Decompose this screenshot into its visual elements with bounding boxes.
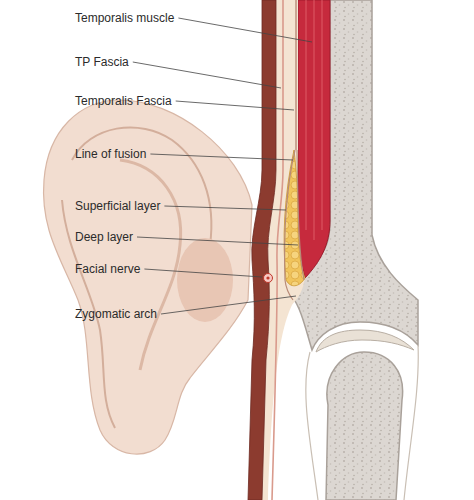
part-label: Facial nerve [75,261,140,277]
part-label: Temporalis muscle [75,10,174,26]
temporalis-muscle [298,0,330,278]
part-label: TP Fascia [75,54,129,70]
leader-line [137,237,298,245]
part-label: Superficial layer [75,198,160,214]
mandibular-condyle [326,352,403,500]
leader-line [133,62,281,88]
leader-line [176,101,294,110]
skin [248,0,276,500]
muscle-fibres [306,0,322,240]
superficial-layer [285,150,295,300]
ear-concha [177,238,233,322]
fat-pad [284,150,305,286]
deep-layer [297,150,304,280]
part-label: Deep layer [75,229,133,245]
facial-nerve [264,274,273,283]
part-label: Temporalis Fascia [75,93,172,109]
ear [44,100,252,454]
temporal-bone [292,0,418,350]
joint-capsule [306,345,418,500]
leader-line [178,18,312,42]
articular-disc [316,330,414,352]
leader-line [144,269,262,277]
temporalis-fascia [295,0,296,150]
leader-line [150,154,293,160]
leader-line [161,296,296,314]
part-label: Line of fusion [75,146,146,162]
leader-line [164,206,286,210]
part-label: Zygomatic arch [75,306,157,322]
nerve-core [266,276,269,279]
